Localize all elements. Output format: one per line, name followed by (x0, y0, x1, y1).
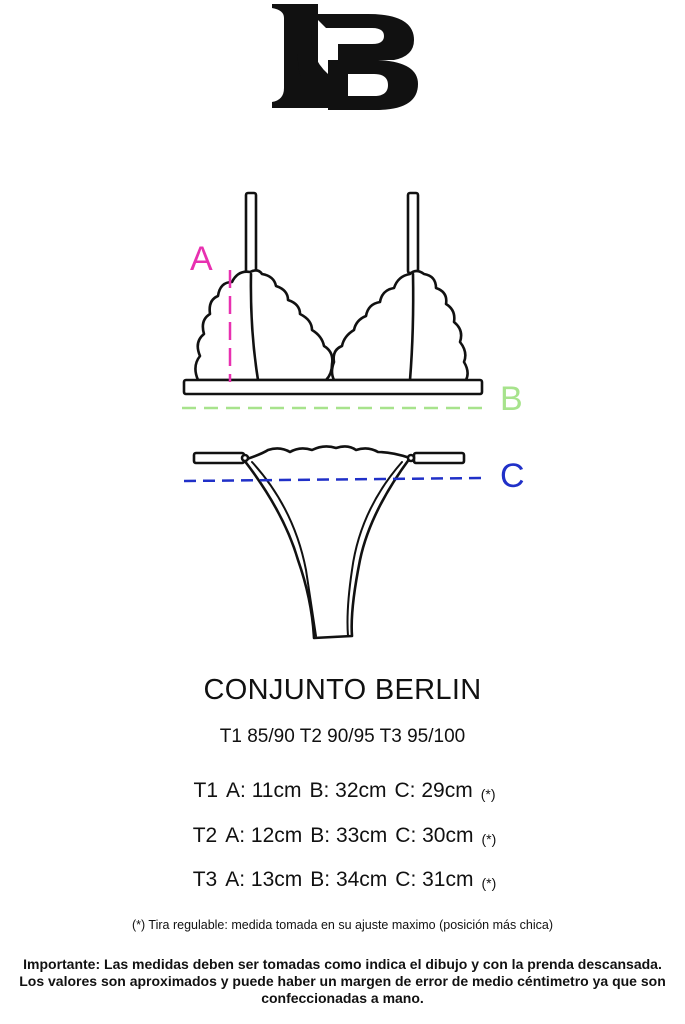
size-ranges: T1 85/90 T2 90/95 T3 95/100 (219, 726, 466, 747)
note-marker: (*) (481, 831, 497, 847)
size-label: T1 (193, 779, 219, 802)
measure-a: A: 11cm (226, 779, 302, 802)
measurement-row-t1: T1 A: 11cm B: 32cm C: 29cm (*) (0, 779, 685, 803)
bra-band (182, 378, 484, 396)
label-c: C (500, 457, 525, 495)
measurement-row-t3: T3 A: 13cm B: 34cm C: 31cm (*) (0, 868, 685, 892)
measure-a: A: 12cm (225, 824, 303, 847)
left-strap (244, 191, 258, 275)
note-marker: (*) (481, 875, 497, 891)
measure-c: C: 29cm (394, 779, 473, 802)
garment-diagram: A B C (182, 191, 525, 640)
brand-logo (272, 4, 418, 110)
measure-a: A: 13cm (225, 868, 303, 891)
measure-b: B: 34cm (310, 868, 388, 891)
measurement-row-t2: T2 A: 12cm B: 33cm C: 30cm (*) (0, 824, 685, 848)
size-label: T3 (192, 868, 218, 891)
label-b: B (500, 380, 523, 418)
note-marker: (*) (480, 786, 496, 802)
right-cup (330, 269, 469, 382)
product-title: CONJUNTO BERLIN (203, 674, 482, 706)
left-cup (194, 269, 334, 382)
adjustable-strap-footnote: (*) Tira regulable: medida tomada en su … (131, 918, 554, 932)
bottom-body (242, 445, 412, 640)
measure-b: B: 32cm (309, 779, 387, 802)
measure-c: C: 30cm (395, 824, 474, 847)
label-a: A (190, 240, 213, 278)
size-label: T2 (192, 824, 218, 847)
guide-c-line (183, 476, 485, 483)
measure-b: B: 33cm (310, 824, 388, 847)
right-strap (406, 191, 420, 275)
bottom-right-strap (412, 451, 466, 465)
measure-c: C: 31cm (395, 868, 474, 891)
bottom-left-strap (192, 451, 246, 465)
important-notice: Importante: Las medidas deben ser tomada… (19, 956, 666, 1006)
